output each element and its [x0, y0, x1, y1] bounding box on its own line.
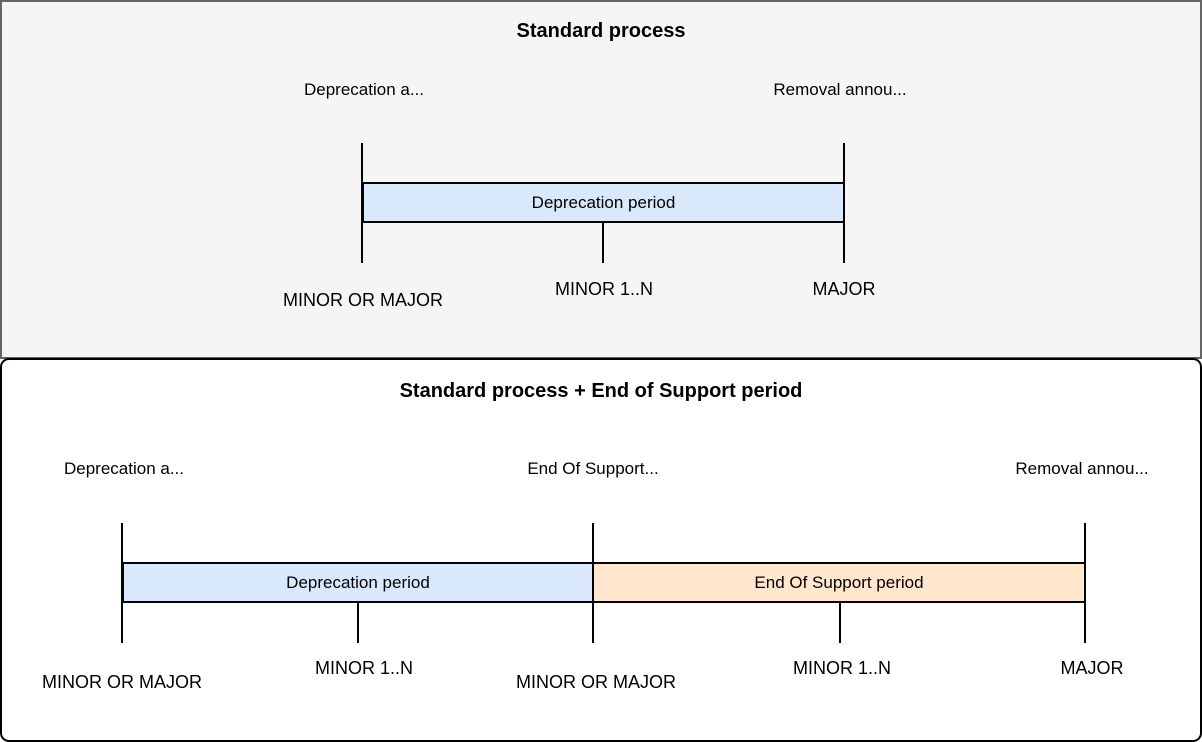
standard-process-panel: Standard process Deprecation a... Remova… [0, 0, 1202, 359]
deprecation-announcement-label: Deprecation a... [303, 80, 424, 99]
milestone-minor-or-major-label: MINOR OR MAJOR [283, 290, 443, 310]
deprecation-period-label: Deprecation period [531, 192, 676, 212]
milestone-minor-1n-label: MINOR 1..N [554, 279, 653, 299]
deprecation-minor-tick [357, 603, 359, 643]
milestone-major-label: MAJOR [812, 279, 876, 299]
standard-process-title: Standard process [516, 20, 686, 42]
timeline-middle-tick [602, 223, 604, 263]
end-of-support-period-box: End Of Support period [592, 562, 1086, 603]
end-of-support-period-label: End Of Support period [754, 572, 924, 592]
deprecation-period-box: Deprecation period [362, 182, 845, 223]
eos-minor-tick [839, 603, 841, 643]
removal-announcement-label: Removal annou... [773, 80, 907, 99]
milestone-minor-or-major-label: MINOR OR MAJOR [42, 672, 202, 692]
deprecation-period-label: Deprecation period [286, 572, 430, 592]
milestone-minor-or-major-label: MINOR OR MAJOR [516, 672, 676, 692]
deprecation-announcement-label: Deprecation a... [63, 459, 184, 478]
eos-process-title: Standard process + End of Support period [399, 380, 803, 402]
milestone-minor-1n-label: MINOR 1..N [792, 658, 891, 678]
deprecation-period-box: Deprecation period [122, 562, 594, 603]
milestone-major-label: MAJOR [1060, 658, 1124, 678]
removal-announcement-label: Removal annou... [1015, 459, 1149, 478]
milestone-minor-1n-label: MINOR 1..N [314, 658, 413, 678]
end-of-support-announcement-label: End Of Support... [527, 459, 659, 478]
eos-process-panel: Standard process + End of Support period… [0, 358, 1202, 742]
